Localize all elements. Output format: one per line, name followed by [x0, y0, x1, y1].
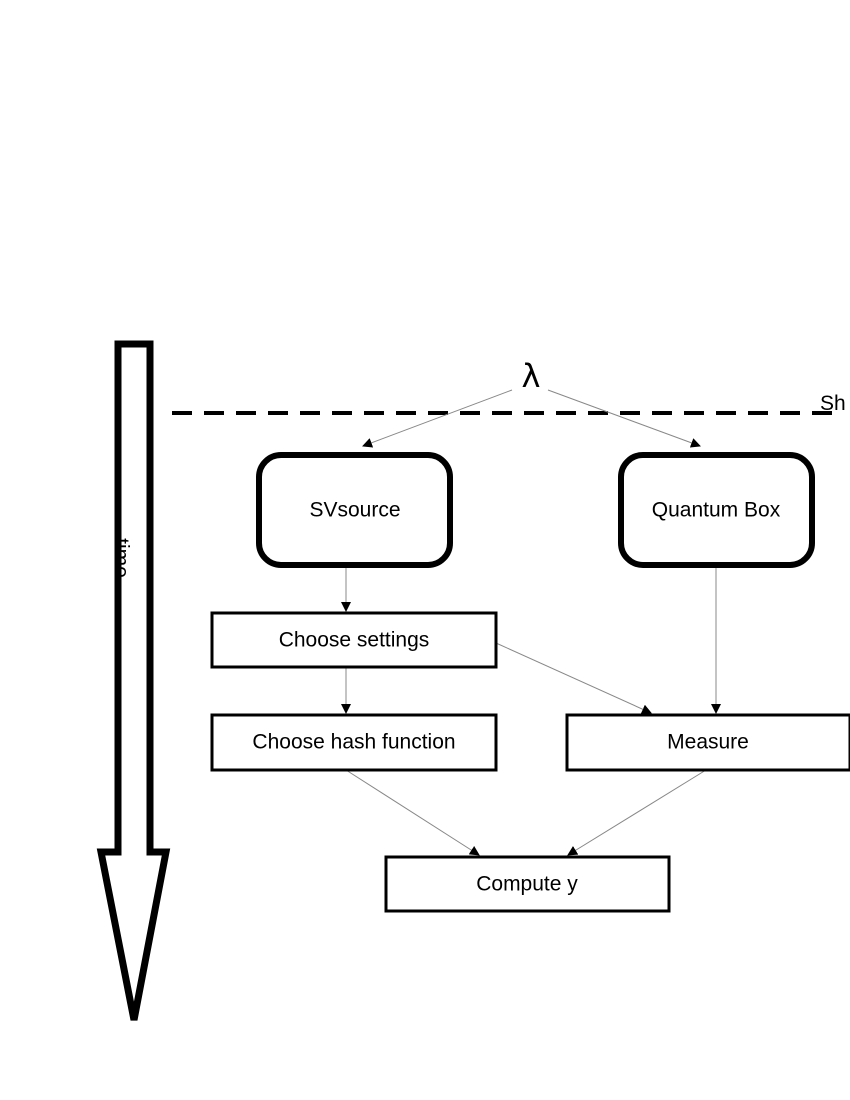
node-choose-settings: Choose settings	[210, 611, 498, 669]
node-quantum-box-label: Quantum Box	[652, 499, 781, 522]
shield-label: Sh	[820, 392, 846, 415]
node-compute-y-label: Compute y	[476, 873, 578, 896]
lambda-label: λ	[522, 357, 541, 395]
connector-settings-measure	[495, 642, 652, 714]
connector-hash-compute	[345, 769, 480, 856]
connector-measure-compute	[567, 769, 707, 856]
time-arrow	[96, 340, 171, 1021]
node-quantum-box: Quantum Box	[618, 452, 815, 568]
node-choose-hash: Choose hash function	[210, 713, 498, 772]
node-choose-hash-label: Choose hash function	[252, 731, 455, 754]
node-choose-settings-label: Choose settings	[279, 629, 430, 652]
node-svsource-label: SVsource	[309, 499, 400, 522]
node-measure-label: Measure	[667, 731, 749, 754]
node-svsource: SVsource	[256, 452, 453, 568]
connector-lambda-quantum-box	[547, 389, 701, 448]
node-compute-y: Compute y	[384, 855, 671, 913]
connector-lambda-svsource	[362, 389, 513, 448]
time-label: time	[109, 538, 132, 578]
node-measure: Measure	[565, 713, 850, 772]
